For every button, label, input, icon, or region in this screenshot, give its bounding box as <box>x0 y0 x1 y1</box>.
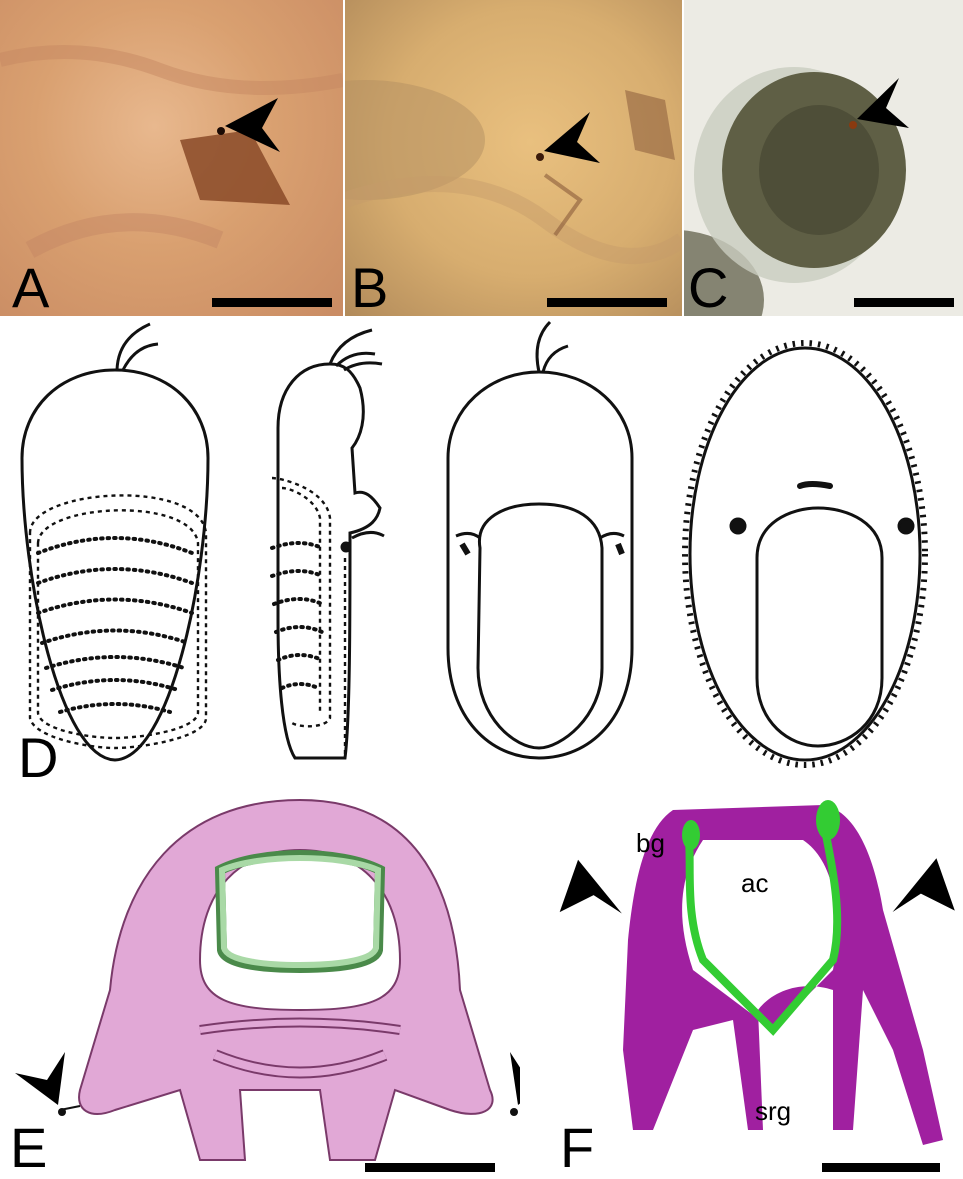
panel-letter-b: B <box>351 260 388 316</box>
label-srg: srg <box>755 1096 791 1127</box>
larva-outline-4 <box>685 343 925 765</box>
scale-bar-a <box>212 298 332 307</box>
panel-d-drawings <box>0 318 963 788</box>
panel-f-3d-reconstruction <box>543 790 963 1170</box>
arrowhead-icon <box>543 860 627 944</box>
panel-letter-c: C <box>688 260 728 316</box>
eyespot <box>536 153 544 161</box>
scale-bar-b <box>547 298 667 307</box>
pigment-patch <box>180 130 290 205</box>
panel-letter-e: E <box>10 1120 47 1176</box>
panel-letter-a: A <box>12 260 49 316</box>
arrowhead-icon <box>888 858 963 942</box>
photo-a-content <box>0 0 343 316</box>
arrowhead-icon <box>510 1052 520 1105</box>
panel-letter-f: F <box>560 1120 594 1176</box>
photo-panel-c: C <box>684 0 963 316</box>
scale-bar-c <box>854 298 954 307</box>
larva-outline-3 <box>448 322 632 758</box>
arrowhead-icon <box>544 112 600 163</box>
eyespot <box>510 1108 518 1116</box>
eyespot <box>217 127 225 135</box>
photo-b-content <box>345 0 682 316</box>
larva-outline-2 <box>272 330 384 758</box>
label-ac: ac <box>741 868 768 899</box>
label-bg: bg <box>636 828 665 859</box>
eyespot <box>849 121 857 129</box>
nervous-system-illustration <box>15 800 520 1160</box>
larva-outline-1 <box>22 324 208 760</box>
panel-e-illustration <box>0 790 520 1170</box>
eyespot <box>58 1108 66 1116</box>
panel-letter-d: D <box>18 730 58 786</box>
arrowhead-icon <box>15 1052 65 1105</box>
scale-bar-f <box>822 1163 940 1172</box>
photo-panel-b: B <box>345 0 682 316</box>
photo-panel-a: A <box>0 0 343 316</box>
scale-bar-e <box>365 1163 495 1172</box>
nervous-system-3d <box>543 800 963 1145</box>
